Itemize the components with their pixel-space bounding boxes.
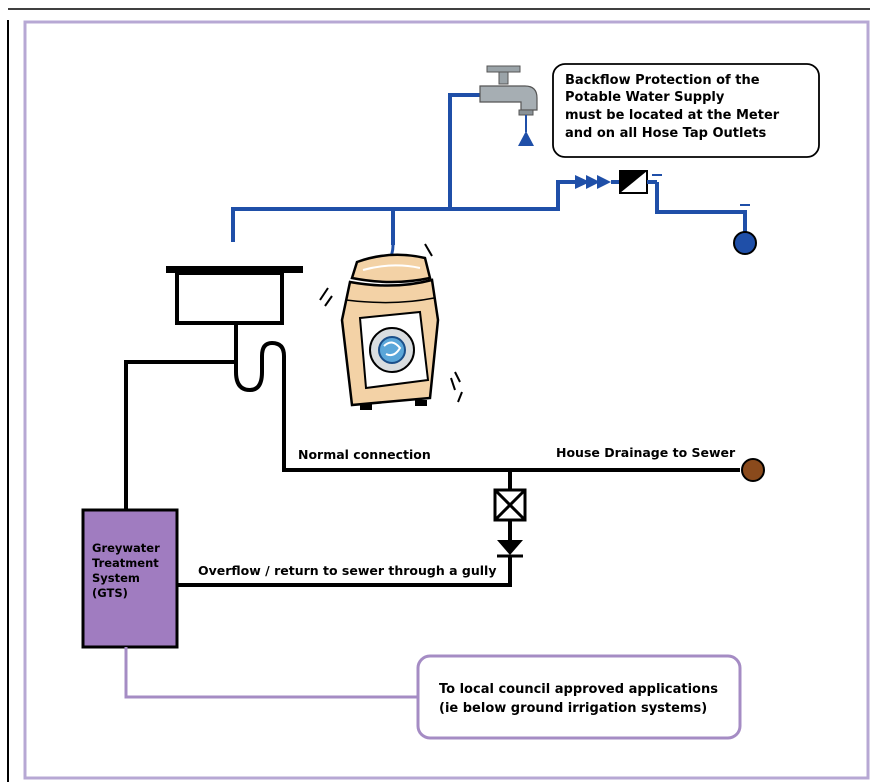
gts-label-line3: System	[92, 571, 140, 585]
backflow-callout-line2: Potable Water Supply	[565, 90, 725, 105]
council-callout: To local council approved applications (…	[416, 654, 742, 740]
hose-outlet-icon	[733, 204, 757, 255]
gts-tank: Greywater Treatment System (GTS)	[81, 508, 179, 649]
frame-border	[23, 20, 870, 780]
gate-valve-icon	[493, 488, 527, 522]
backflow-callout: Backflow Protection of the Potable Water…	[552, 63, 820, 158]
potable-water-pipes	[231, 93, 747, 245]
house-drainage-label: House Drainage to Sewer	[556, 445, 736, 460]
check-valve-icon	[497, 540, 523, 558]
gts-label-line1: Greywater	[92, 541, 160, 555]
normal-connection-label: Normal connection	[298, 447, 431, 462]
backflow-callout-line3: must be located at the Meter	[565, 108, 780, 123]
backflow-callout-line1: Backflow Protection of the	[565, 73, 760, 88]
council-callout-line2: (ie below ground irrigation systems)	[439, 701, 707, 716]
council-callout-line1: To local council approved applications	[439, 682, 718, 697]
greywater-pipe	[124, 647, 418, 699]
sink-icon	[166, 266, 303, 325]
backflow-callout-line4: and on all Hose Tap Outlets	[565, 126, 766, 141]
gts-label-line2: Treatment	[92, 556, 159, 570]
sewer-outlet-icon	[741, 458, 765, 482]
gts-label-line4: (GTS)	[92, 586, 128, 600]
tap-icon	[479, 65, 538, 146]
drain-pipes	[124, 325, 740, 587]
backflow-valve-icon	[575, 170, 662, 194]
washing-machine-icon	[319, 243, 463, 410]
overflow-label: Overflow / return to sewer through a gul…	[198, 563, 496, 578]
